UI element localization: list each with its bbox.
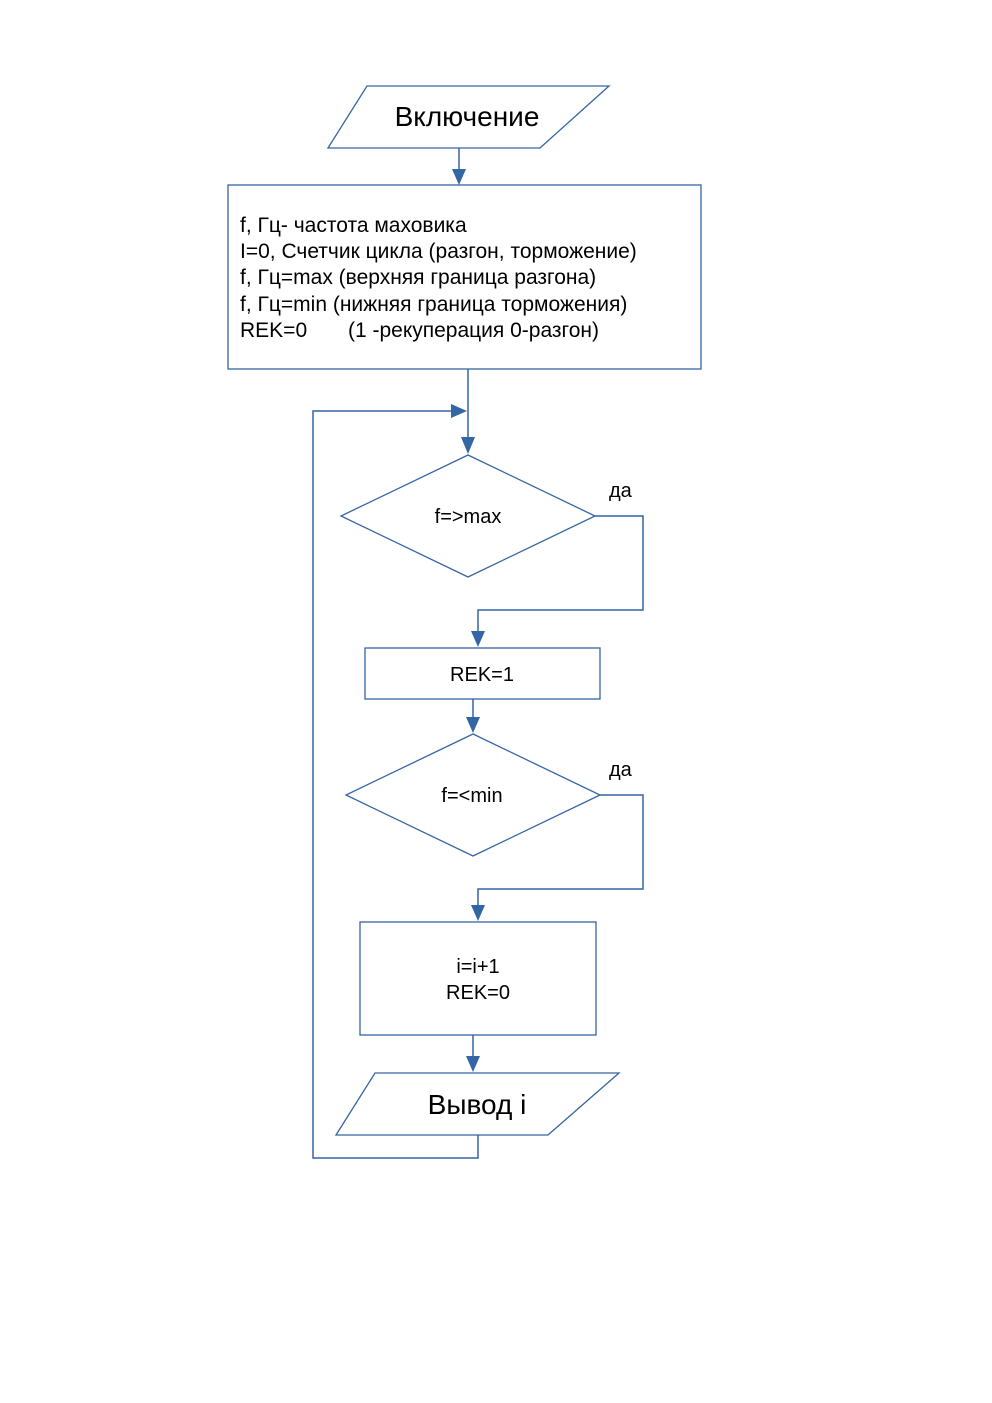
init-line-5: REK=0 (1 -рекуперация 0-разгон) [240,319,599,342]
set-rek-block [364,647,601,700]
set-rek-label: REK=1 [450,664,514,686]
loop-back-arrowhead [451,404,467,418]
arrowhead-rek-to-decision-min [466,717,480,733]
arrowhead-decision-min-yes [471,905,485,921]
arrowhead-increment-to-output [466,1056,480,1072]
increment-line-1: i=i+1 [456,956,499,978]
arrowhead-decision-max-yes [471,631,485,647]
start-parallelogram [326,85,611,149]
init-block [227,184,702,370]
arrowhead-start-to-init [452,169,466,185]
decision-max-label: f=>max [435,506,502,528]
decision-max-yes-label: да [609,480,633,502]
arrow-decision-max-yes [477,515,644,634]
arrow-decision-min-yes [477,794,644,908]
arrowhead-init-to-decision-max [461,437,475,454]
increment-block [359,921,597,1036]
init-line-2: I=0, Счетчик цикла (разгон, торможение) [240,240,637,263]
start-label: Включение [395,101,540,132]
output-parallelogram [334,1072,621,1136]
init-line-4: f, Гц=min (нижняя граница торможения) [240,293,627,316]
output-label: Вывод i [428,1089,527,1120]
loop-back-line [312,410,479,1159]
decision-min-label: f=<min [441,785,502,807]
decision-min-yes-label: да [609,759,633,781]
init-line-3: f, Гц=max (верхняя граница разгона) [240,266,596,289]
init-line-1: f, Гц- частота маховика [240,214,467,237]
decision-min-diamond [344,733,602,857]
decision-max-diamond [339,454,597,578]
increment-line-2: REK=0 [446,982,510,1004]
